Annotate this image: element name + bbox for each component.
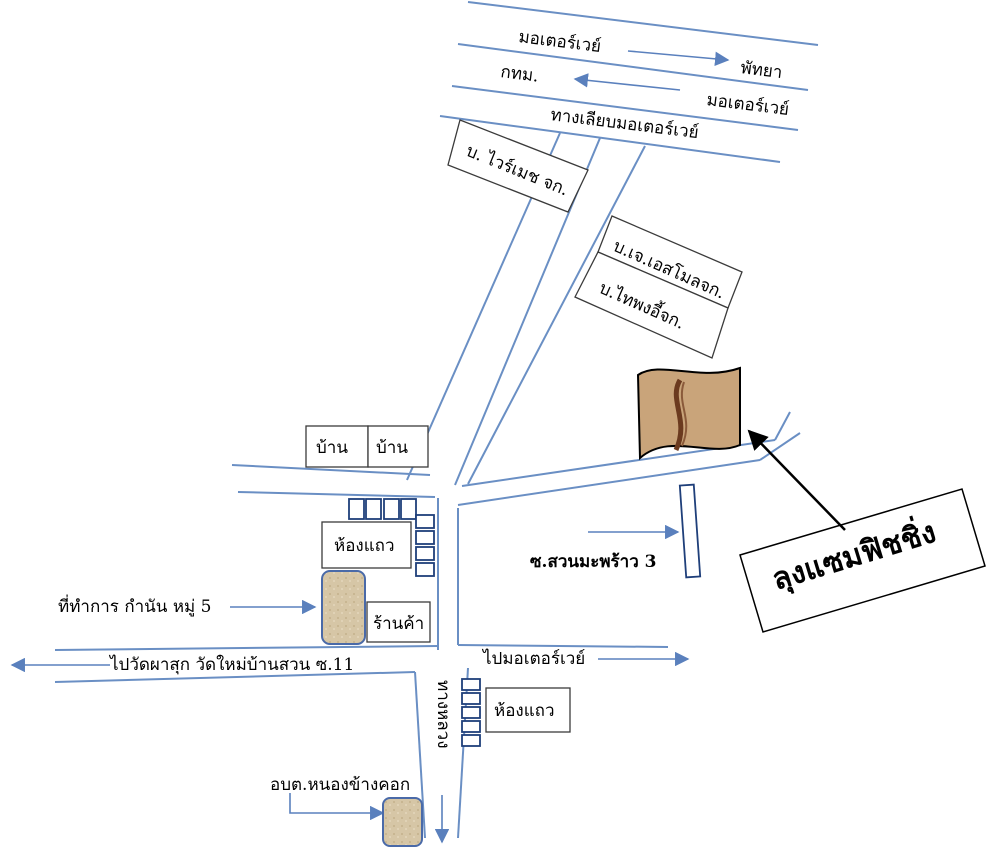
label-obt: อบต.หนองข้างคอก bbox=[270, 775, 410, 795]
small-blocks bbox=[348, 483, 702, 747]
houses bbox=[305, 425, 429, 468]
label-to-temples: ไปวัดผาสุก วัดใหม่บ้านสวน ซ.11 bbox=[108, 654, 354, 675]
label-to-motorway: ไปมอเตอร์เวย์ bbox=[481, 648, 585, 669]
plots bbox=[321, 570, 423, 847]
label-motorway-frontage: ทางเลียบมอเตอร์เวย์ bbox=[549, 105, 699, 143]
title-callout bbox=[739, 429, 986, 633]
local-roads bbox=[54, 411, 801, 839]
label-motorway-mid: มอเตอร์เวย์ bbox=[705, 90, 790, 120]
label-vertical-road: ทางหลวง bbox=[433, 680, 453, 749]
buildings bbox=[321, 521, 571, 733]
company-boxes bbox=[447, 119, 743, 359]
label-bangkok: กทม. bbox=[499, 62, 539, 86]
label-pattaya: พัทยา bbox=[739, 58, 783, 83]
label-shop: ร้านค้า bbox=[373, 614, 424, 634]
label-house-1: บ้าน bbox=[316, 438, 348, 458]
fishing-pond bbox=[636, 366, 741, 461]
label-row-house-1: ห้องแถว bbox=[334, 536, 395, 556]
direction-arrows bbox=[10, 50, 730, 844]
label-row-house-2: ห้องแถว bbox=[494, 701, 555, 721]
label-kamnan-office: ที่ทำการ กำนัน หมู่ 5 bbox=[58, 594, 211, 617]
motorway-roads bbox=[439, 1, 819, 163]
label-soi-suan-maprao: ซ.สวนมะพร้าว 3 bbox=[530, 552, 657, 572]
label-house-2: บ้าน bbox=[376, 438, 408, 458]
